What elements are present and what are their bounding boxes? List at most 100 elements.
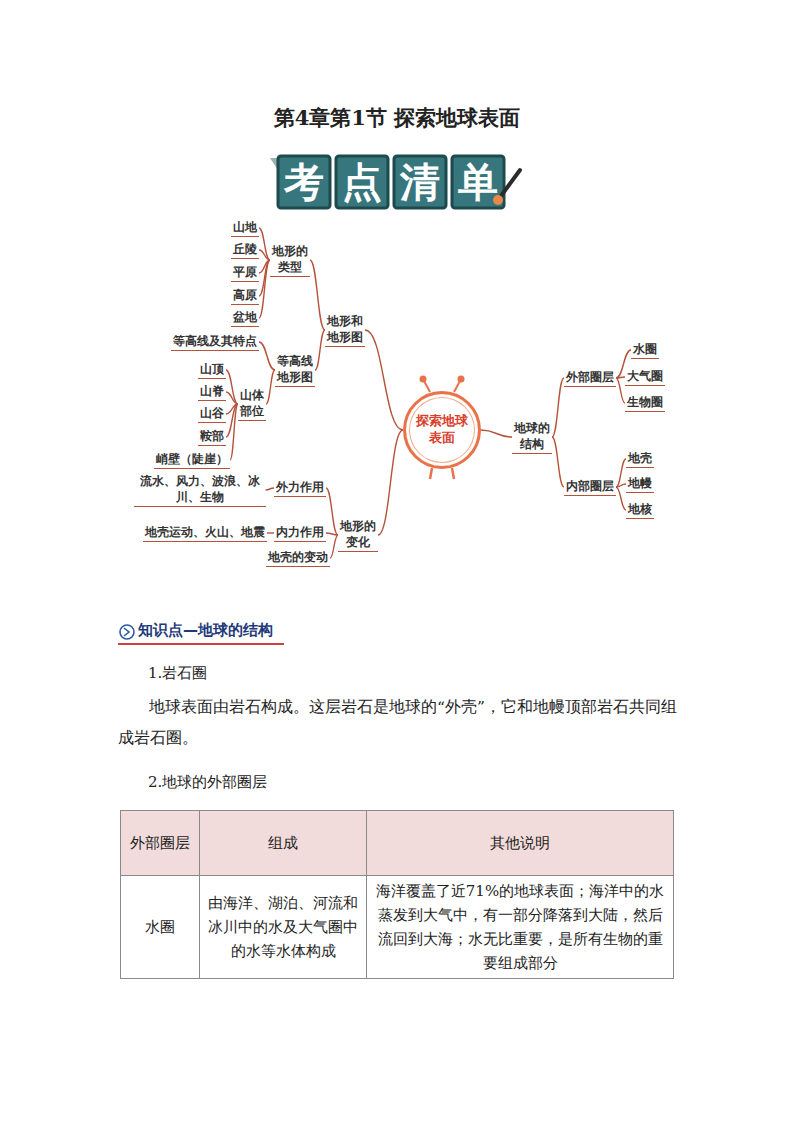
branch-line: [230, 404, 238, 460]
branch-line: [259, 250, 270, 260]
table-cell: 水圈: [121, 876, 200, 979]
topic-node: 外力作用: [274, 479, 326, 498]
table-cell: 海洋覆盖了近71%的地球表面；海洋中的水蒸发到大气中，有一部分降落到大陆，然后流…: [367, 876, 674, 979]
section-underline: [118, 643, 284, 645]
antenna: [458, 376, 465, 383]
branch-line: [616, 377, 625, 378]
node-text: 地球的结构: [514, 421, 550, 452]
node-text: 内部圈层: [566, 479, 614, 495]
branch-line: [267, 532, 274, 533]
node-text: 地形的类型: [272, 244, 308, 275]
branch-line: [259, 228, 270, 260]
node-text: 盆地: [233, 310, 257, 326]
antenna: [454, 381, 460, 392]
topic-node: 水圈: [631, 341, 659, 360]
node-text: 山地: [233, 220, 257, 236]
topic-node: 地壳: [626, 450, 654, 469]
page-title: 第4章第1节 探索地球表面: [0, 104, 794, 132]
section-heading: 知识点—地球的结构: [138, 621, 273, 640]
antenna: [420, 376, 427, 383]
node-text: 探索地球表面: [415, 413, 470, 447]
topic-node: 流水、风力、波浪、冰川、生物: [134, 473, 265, 507]
node-text: 生物圈: [627, 395, 663, 411]
topic-node: 盆地: [231, 309, 259, 328]
table-cell: 其他说明: [367, 811, 674, 876]
node-text: 地壳运动、火山、地震: [145, 525, 265, 541]
branch-line: [378, 430, 403, 535]
node-text: 山体部位: [240, 388, 264, 419]
branch-line: [365, 330, 403, 430]
topic-node: 山脊: [198, 383, 226, 402]
topic-node: 平原: [231, 264, 259, 283]
node-text: 等高线及其特点: [173, 334, 257, 350]
banner-text: 考点清单: [284, 158, 516, 206]
topic-node: 生物圈: [625, 394, 665, 413]
sub-heading: 1.岩石圈: [148, 664, 207, 683]
node-text: 地幔: [628, 476, 652, 492]
table-cell: 由海洋、湖泊、河流和冰川中的水及大气圈中的水等水体构成: [200, 876, 367, 979]
section-icon: [120, 625, 134, 639]
branch-line: [259, 342, 275, 370]
antenna: [424, 381, 430, 392]
node-text: 地形和地形图: [327, 314, 363, 345]
paragraph: 地球表面由岩石构成。这层岩石是地球的“外壳”，它和地幔顶部岩石共同组成岩石圈。: [118, 692, 682, 754]
topic-node: 等高线及其特点: [171, 333, 259, 352]
topic-node: 高原: [231, 287, 259, 306]
node-text: 内力作用: [276, 525, 324, 541]
topic-node: 地形的类型: [270, 243, 310, 277]
topic-node: 地壳运动、火山、地震: [143, 524, 267, 543]
node-text: 丘陵: [233, 242, 257, 258]
topic-node: 鞍部: [198, 428, 226, 447]
topic-node: 地幔: [626, 475, 654, 494]
cell-text: 其他说明: [490, 834, 550, 852]
branch-line: [326, 488, 338, 535]
node-text: 地壳: [628, 451, 652, 467]
topic-node: 地壳的变动: [266, 549, 330, 568]
node-text: 山谷: [200, 406, 224, 422]
branch-line: [616, 459, 626, 487]
foot: [452, 468, 454, 479]
branch-line: [481, 430, 512, 437]
cell-text: 外部圈层: [130, 834, 190, 852]
branch-line: [310, 260, 325, 330]
branch-line: [259, 260, 270, 318]
branch-line: [226, 392, 238, 404]
node-text: 地核: [628, 502, 652, 518]
branch-line: [552, 378, 564, 437]
node-text: 地壳的变动: [268, 550, 328, 566]
center-circle: 探索地球表面: [403, 391, 481, 469]
node-text: 大气圈: [627, 369, 663, 385]
topic-node: 丘陵: [231, 241, 259, 260]
topic-node: 地形的变化: [338, 518, 378, 552]
branch-line: [315, 330, 325, 370]
branch-line: [266, 488, 274, 490]
branch-line: [616, 378, 625, 403]
branch-line: [266, 370, 275, 404]
node-text: 地形的变化: [340, 519, 376, 550]
branch-line: [226, 370, 238, 404]
branch-line: [616, 484, 626, 487]
topic-node: 内力作用: [274, 524, 326, 543]
topic-node: 山谷: [198, 405, 226, 424]
table-cell: 组成: [200, 811, 367, 876]
node-text: 流水、风力、波浪、冰川、生物: [136, 474, 263, 505]
node-text: 高原: [233, 288, 257, 304]
topic-node: 等高线地形图: [275, 353, 315, 387]
topic-node: 地核: [626, 501, 654, 520]
topic-node: 峭壁（陡崖）: [154, 451, 230, 470]
branch-line: [552, 437, 564, 487]
cell-text: 海洋覆盖了近71%的地球表面；海洋中的水蒸发到大气中，有一部分降落到大陆，然后流…: [376, 882, 664, 972]
topic-node: 山体部位: [238, 387, 266, 421]
node-text: 外部圈层: [566, 370, 614, 386]
node-text: 山顶: [200, 362, 224, 378]
node-text: 水圈: [633, 342, 657, 358]
sub-heading: 2.地球的外部圈层: [148, 773, 267, 792]
topic-node: 地形和地形图: [325, 313, 365, 347]
node-text: 山脊: [200, 384, 224, 400]
branch-line: [326, 533, 338, 535]
node-text: 等高线地形图: [277, 354, 313, 385]
info-table: 外部圈层组成 其他说明水圈由海洋、湖泊、河流和冰川中的水及大气圈中的水等水体构成海…: [120, 810, 674, 979]
topic-node: 外部圈层: [564, 369, 616, 388]
node-text: 鞍部: [200, 429, 224, 445]
topic-node: 内部圈层: [564, 478, 616, 497]
